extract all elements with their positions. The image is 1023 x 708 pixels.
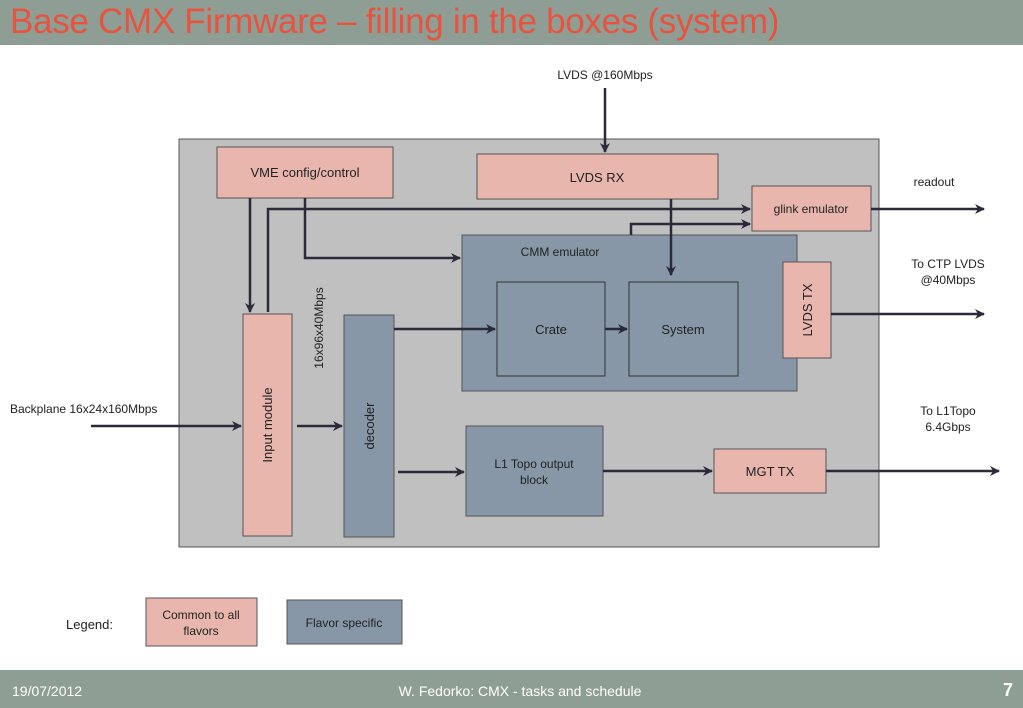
connection-arrows: [91, 88, 1000, 477]
system-label: System: [661, 322, 704, 337]
l1topo-dest-line1: To L1Topo: [920, 404, 976, 418]
lvds-input-label: LVDS @160Mbps: [557, 68, 652, 82]
glink-emulator-label: glink emulator: [774, 202, 849, 216]
slide-title: Base CMX Firmware – filling in the boxes…: [10, 2, 780, 41]
legend-flavor-label: Flavor specific: [306, 616, 383, 630]
l1topo-output-label-line2: block: [520, 473, 549, 487]
readout-label: readout: [914, 175, 955, 189]
lvds-tx-label: LVDS TX: [800, 283, 815, 336]
footer-title: W. Fedorko: CMX - tasks and schedule: [398, 683, 642, 699]
bus-width-label: 16x96x40Mbps: [312, 287, 326, 368]
footer-date: 19/07/2012: [12, 683, 83, 699]
lvds-rx-label: LVDS RX: [570, 170, 625, 185]
l1topo-dest-line2: 6.4Gbps: [925, 420, 970, 434]
crate-label: Crate: [535, 322, 567, 337]
cmm-emulator-label: CMM emulator: [521, 245, 600, 259]
vme-block: [216, 146, 394, 199]
system-block: [628, 281, 739, 377]
arrow-input-glink: [266, 204, 751, 312]
decoder-block: [343, 314, 395, 538]
mgt-tx-block: [713, 448, 827, 494]
input-module-label: Input module: [260, 387, 275, 462]
legend-common-line1: Common to all: [162, 608, 239, 622]
page-number: 7: [1002, 680, 1013, 700]
lvds-tx-block: [782, 261, 832, 359]
legend-common-line2: flavors: [183, 624, 218, 638]
legend-common-swatch: [145, 597, 258, 647]
backplane-label: Backplane 16x24x160Mbps: [10, 402, 157, 416]
legend-label: Legend:: [66, 617, 113, 632]
l1topo-output-block: [465, 425, 604, 517]
l1topo-output-label-line1: L1 Topo output: [494, 457, 574, 471]
legend-flavor-swatch: [286, 599, 403, 645]
arrow-vme-cmm: [303, 198, 461, 263]
ctp-label-line1: To CTP LVDS: [911, 257, 985, 271]
decoder-label: decoder: [362, 402, 377, 450]
title-bar: Base CMX Firmware – filling in the boxes…: [0, 0, 1023, 45]
arrow-cmm-glink: [629, 219, 751, 235]
glink-emulator-block: [751, 185, 872, 232]
crate-block: [496, 281, 606, 377]
ctp-label-line2: @40Mbps: [921, 273, 976, 287]
lvds-rx-block: [476, 153, 719, 200]
vme-label: VME config/control: [250, 165, 359, 180]
mgt-tx-label: MGT TX: [746, 464, 795, 479]
footer-bar: 19/07/2012 W. Fedorko: CMX - tasks and s…: [0, 670, 1023, 708]
input-module-block: [242, 313, 293, 537]
